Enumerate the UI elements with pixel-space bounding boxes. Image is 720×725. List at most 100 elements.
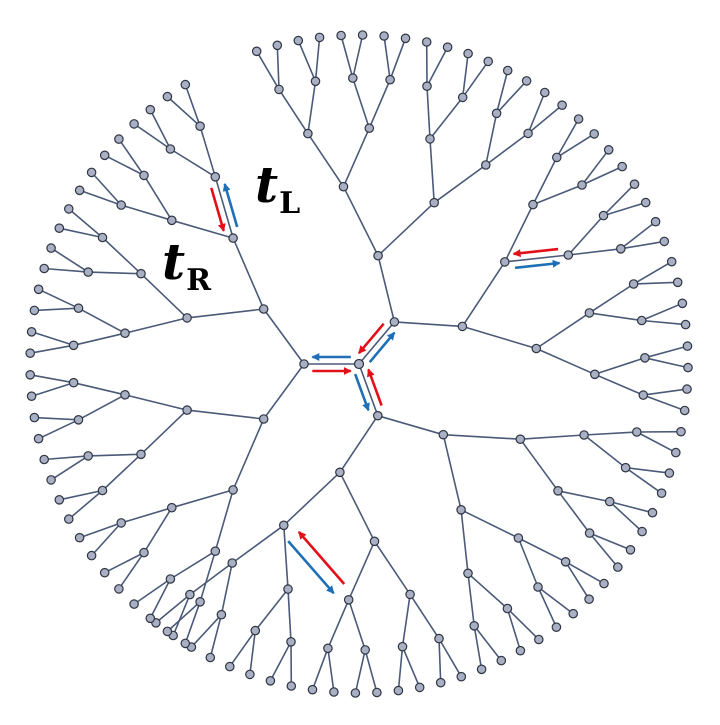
tree-edge: [79, 189, 122, 206]
tree-node: [397, 641, 408, 652]
tree-node: [250, 625, 261, 636]
tree-node: [373, 250, 383, 261]
tree-edge: [358, 321, 396, 365]
tree-edge: [347, 599, 366, 651]
tree-node: [185, 589, 195, 600]
tree-edge: [59, 227, 103, 239]
tree-edge: [59, 489, 103, 501]
tree-node: [599, 578, 609, 589]
tree-edge: [460, 509, 519, 539]
tree-edge: [625, 467, 663, 494]
tree-edge: [78, 394, 126, 421]
tree-node: [216, 609, 227, 620]
tree-node: [245, 669, 255, 680]
tree-node: [551, 622, 562, 632]
tree-edge: [189, 562, 233, 596]
tree-node: [563, 250, 574, 260]
tree-edge: [31, 331, 74, 347]
tree-node: [136, 449, 146, 460]
tree-node: [560, 556, 571, 567]
tree-edge: [190, 614, 222, 648]
tree-edges: [30, 34, 689, 694]
tree-edge: [594, 357, 646, 376]
tree-edge: [496, 80, 528, 114]
tree-node: [195, 596, 205, 607]
tree-node: [46, 243, 56, 253]
tree-node: [167, 215, 177, 226]
tree-edge: [377, 202, 435, 257]
tree-edge: [34, 307, 79, 312]
tree-edge: [426, 86, 431, 139]
tree-node: [228, 485, 238, 495]
tree-node: [429, 197, 439, 208]
tree-edge: [485, 113, 498, 166]
tree-node: [617, 161, 627, 172]
tree-node: [496, 655, 507, 666]
tree-node: [638, 390, 649, 400]
tree-edge: [169, 148, 216, 178]
tree-node: [579, 430, 589, 440]
tree-edge: [101, 236, 142, 275]
tree-node: [136, 268, 146, 279]
tree-node: [180, 638, 191, 649]
tree-edge: [155, 593, 191, 624]
tree-edge: [641, 302, 683, 322]
tree-edge: [517, 537, 539, 588]
tree-node: [584, 594, 594, 604]
tree-edge: [133, 578, 171, 605]
tree-edge: [443, 433, 521, 440]
tree-node: [650, 216, 661, 227]
tree-edge: [532, 184, 583, 206]
tree-node: [357, 30, 368, 40]
tree-node: [385, 74, 395, 85]
tree-edge: [347, 540, 376, 601]
tree-node: [637, 526, 647, 537]
tree-node: [584, 308, 595, 318]
tree-edge: [171, 489, 234, 509]
tree-edge: [38, 288, 79, 309]
tree-edge: [620, 221, 657, 250]
tree-edge: [397, 646, 404, 691]
root-hop-1-backward-arrow: [367, 368, 383, 406]
tree-node: [625, 544, 636, 555]
tree-edge: [120, 204, 173, 222]
tree-edge: [527, 104, 563, 135]
tree-node: [145, 613, 156, 624]
tree-node: [129, 599, 139, 609]
tree-edge: [232, 418, 265, 491]
tree-edge: [532, 157, 558, 205]
tree-node: [457, 92, 468, 103]
tree-node: [251, 46, 262, 57]
tree-edge: [209, 614, 223, 658]
tree-edge: [339, 471, 376, 542]
tree-edge: [283, 525, 289, 590]
tree-node: [679, 405, 690, 416]
tree-node: [265, 675, 276, 686]
tree-node: [29, 412, 40, 423]
tree-node: [210, 172, 221, 182]
tree-edge: [589, 532, 631, 551]
tree-node: [33, 433, 44, 444]
tree-edge: [564, 561, 590, 600]
tree-edge: [518, 537, 566, 563]
tree-node: [145, 104, 156, 115]
tree-edge: [118, 138, 145, 176]
tree-edge: [311, 648, 329, 690]
tree-node: [26, 391, 37, 401]
tree-node: [39, 454, 49, 465]
tree-node: [299, 359, 309, 369]
tree-edge: [609, 501, 643, 533]
root-hop-0-forward-arrow: [368, 331, 396, 364]
tree-node: [29, 305, 40, 316]
tree-edge: [460, 509, 469, 574]
tree-edge: [276, 45, 280, 90]
tree-node: [672, 277, 683, 288]
tree-node: [615, 244, 626, 254]
tree-edge: [535, 347, 596, 376]
tree-node: [656, 488, 667, 498]
tree-node: [329, 687, 339, 697]
tree-edge: [462, 60, 489, 98]
tree-node: [86, 167, 97, 178]
bottom-hop-backward-arrow: [297, 531, 346, 585]
tree-node: [99, 150, 110, 161]
